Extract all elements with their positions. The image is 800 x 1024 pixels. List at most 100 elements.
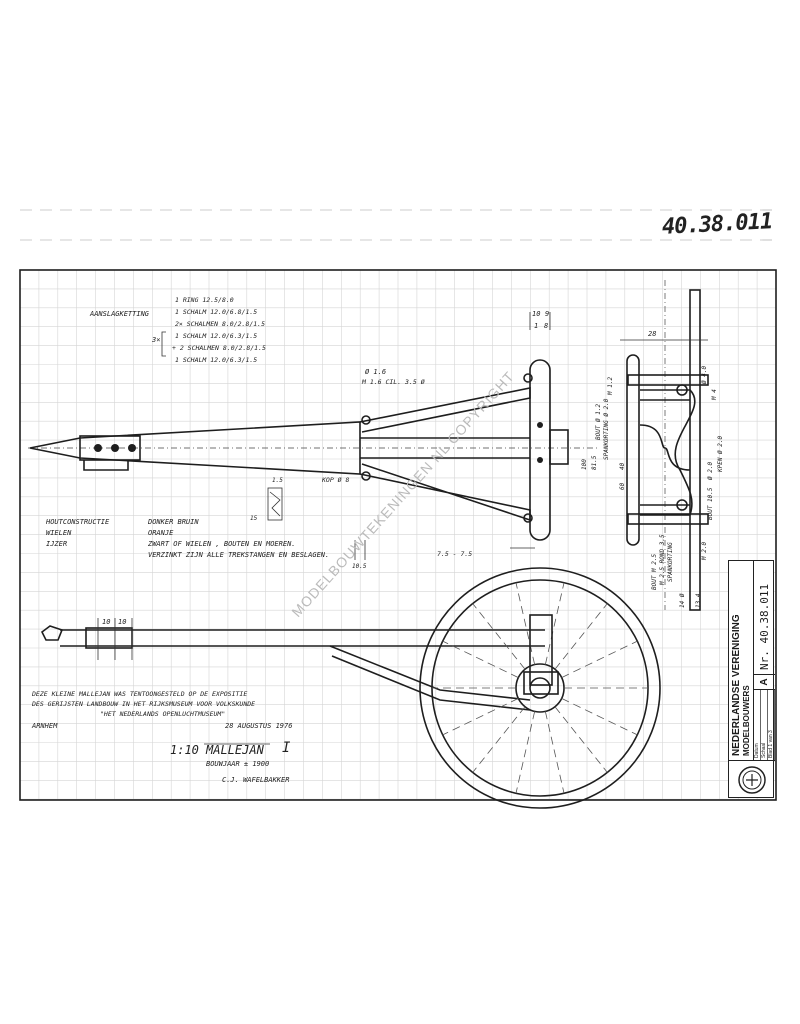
wheel-axle — [529, 677, 551, 699]
dim-label: 10 — [102, 618, 110, 626]
dim-label: 10 — [532, 310, 540, 318]
dim-label: SPANKORTING Ø 2.0 — [603, 398, 610, 460]
wheel-spoke — [561, 640, 638, 678]
tb-cell-sheet: Blad 1 van 3 — [768, 690, 775, 760]
end-view-curve — [639, 424, 691, 471]
wheel-spoke — [515, 582, 536, 665]
shaft-pole — [29, 421, 361, 475]
dim-label: M 1.6 CIL. 3.5 Ø — [361, 378, 425, 386]
title-block-cells: Datum Schaal Blad 1 van 3 — [754, 689, 775, 760]
parts-line: + 2 SCHALMEN 8.0/2.8/1.5 — [172, 344, 266, 352]
wheel-rim-outer — [419, 567, 661, 809]
axle-hub — [549, 429, 569, 465]
title-roman: I — [282, 740, 291, 756]
wheel-spoke — [472, 706, 526, 773]
wheel-spoke — [554, 603, 608, 670]
dim-label: 100 — [581, 459, 588, 470]
note-date: 28 AUGUSTUS 1976 — [225, 722, 292, 730]
wheel-spoke — [472, 603, 526, 670]
dim-label: M 1.2 — [607, 377, 614, 396]
parts-line: 1 RING 12.5/8.0 — [175, 296, 234, 304]
nvm-logo-icon — [729, 760, 775, 799]
top-view — [28, 312, 600, 560]
wheel-spoke — [515, 711, 536, 794]
frame-bolt — [361, 415, 371, 425]
dim-label: Ø 2.0 — [707, 462, 714, 480]
wheel-spoke — [544, 711, 565, 794]
material-label: WIELEN — [46, 529, 72, 537]
dim-label: 13.4 — [695, 593, 702, 608]
org-name: NEDERLANDSE VERENIGING — [731, 614, 742, 756]
end-view-bolt — [676, 384, 688, 396]
dim-label: 10 — [118, 618, 126, 626]
end-view-left-post — [626, 354, 640, 546]
wheel-rim-inner — [431, 579, 649, 797]
dim-label: 9 — [545, 310, 549, 318]
drawing-number: Nr. 40.38.011 — [758, 583, 771, 670]
note-line: DES GERIJSTEN LANDBOUW IN HET RIJKSMUSEU… — [31, 700, 255, 708]
parts-list: 1 RING 12.5/8.0 1 SCHALM 12.0/6.8/1.5 2×… — [151, 296, 266, 364]
material-label: IJZER — [46, 540, 67, 548]
note-line: DEZE KLEINE MALLEJAN WAS TENTOONGESTELD … — [31, 690, 247, 698]
pole-bolt — [111, 444, 119, 452]
side-view-plate — [85, 627, 133, 649]
frame-upper-arm — [359, 387, 531, 433]
tb-cell-date: Datum — [754, 690, 761, 760]
axle-bolt — [537, 457, 543, 463]
side-view — [40, 567, 661, 809]
axle-beam — [529, 359, 551, 541]
chain-detail-links — [269, 491, 281, 517]
parts-bracket-line — [161, 331, 166, 357]
dim-label: BOUT M 2.5 — [651, 553, 658, 590]
drawing-frame — [19, 269, 777, 801]
end-view-bolt — [676, 499, 688, 511]
dim-label: KPEN Ø 2.0 — [717, 435, 724, 473]
title-name: MALLEJAN — [205, 743, 265, 757]
title-author: C.J. WAFELBAKKER — [222, 776, 289, 784]
end-view — [620, 280, 709, 611]
pole-hook — [83, 460, 129, 471]
axle-pin — [523, 513, 533, 523]
side-view-brace — [329, 645, 531, 701]
material-value: ZWART OF WIELEN , BOUTEN EN MOEREN. — [147, 540, 296, 548]
axle-bracket-foot — [523, 671, 559, 695]
side-view-hook — [40, 625, 64, 641]
title-block: NEDERLANDSE VERENIGING MODELBOUWERS Datu… — [728, 560, 775, 799]
dim-label: 10.5 — [352, 563, 367, 570]
dim-label: M 4 — [711, 389, 718, 401]
end-view-bottom-plate — [627, 513, 709, 525]
logo-emblem-icon — [738, 766, 766, 794]
title-block-main: NEDERLANDSE VERENIGING MODELBOUWERS Datu… — [729, 561, 775, 760]
axle-bolt — [537, 422, 543, 428]
dim-label: 60 — [619, 482, 626, 490]
dim-label: BOUT Ø 1.2 — [595, 403, 602, 440]
end-view-lower-bar — [640, 504, 690, 516]
tb-cell-scale: Schaal — [761, 690, 768, 760]
org-subtitle: MODELBOUWERS — [742, 685, 751, 756]
materials-legend: HOUTCONSTRUCTIE DONKER BRUIN WIELEN ORAN… — [45, 518, 329, 559]
dim-label: KOP Ø 8 — [321, 476, 349, 484]
sheet-letter: A — [754, 674, 775, 689]
wheel-spoke — [561, 698, 638, 736]
frame-bolt — [361, 471, 371, 481]
dim-label: M 2.0 — [701, 542, 708, 561]
wheel-spoke — [554, 706, 608, 773]
dim-label: 1.5 — [272, 477, 283, 484]
parts-heading: AANSLAGKETTING — [89, 310, 150, 318]
parts-line: 1 SCHALM 12.0/6.8/1.5 — [175, 308, 257, 316]
wheel-spoke — [442, 698, 519, 736]
dim-label: SPANKORTING — [667, 542, 674, 582]
title-block-content: NEDERLANDSE VERENIGING MODELBOUWERS Datu… — [729, 561, 775, 799]
exhibition-notes: DEZE KLEINE MALLEJAN WAS TENTOONGESTELD … — [31, 690, 292, 730]
dim-label: M 2.5 ROND 3.5 — [659, 534, 666, 586]
end-view-spring — [674, 389, 696, 516]
title-block-info: Datum Schaal Blad 1 van 3 A Nr. 40.38.01… — [754, 561, 775, 760]
dim-label: 7.5 - 7.5 — [437, 550, 472, 558]
dim-label: Ø 4.0 — [701, 366, 708, 384]
parts-line: 1 SCHALM 12.0/6.3/1.5 — [175, 356, 257, 364]
dim-label: 15 — [250, 515, 258, 522]
material-value: ORANJE — [148, 529, 174, 537]
dim-label: 81.5 — [591, 455, 598, 470]
parts-line: 1 SCHALM 12.0/6.3/1.5 — [175, 332, 257, 340]
